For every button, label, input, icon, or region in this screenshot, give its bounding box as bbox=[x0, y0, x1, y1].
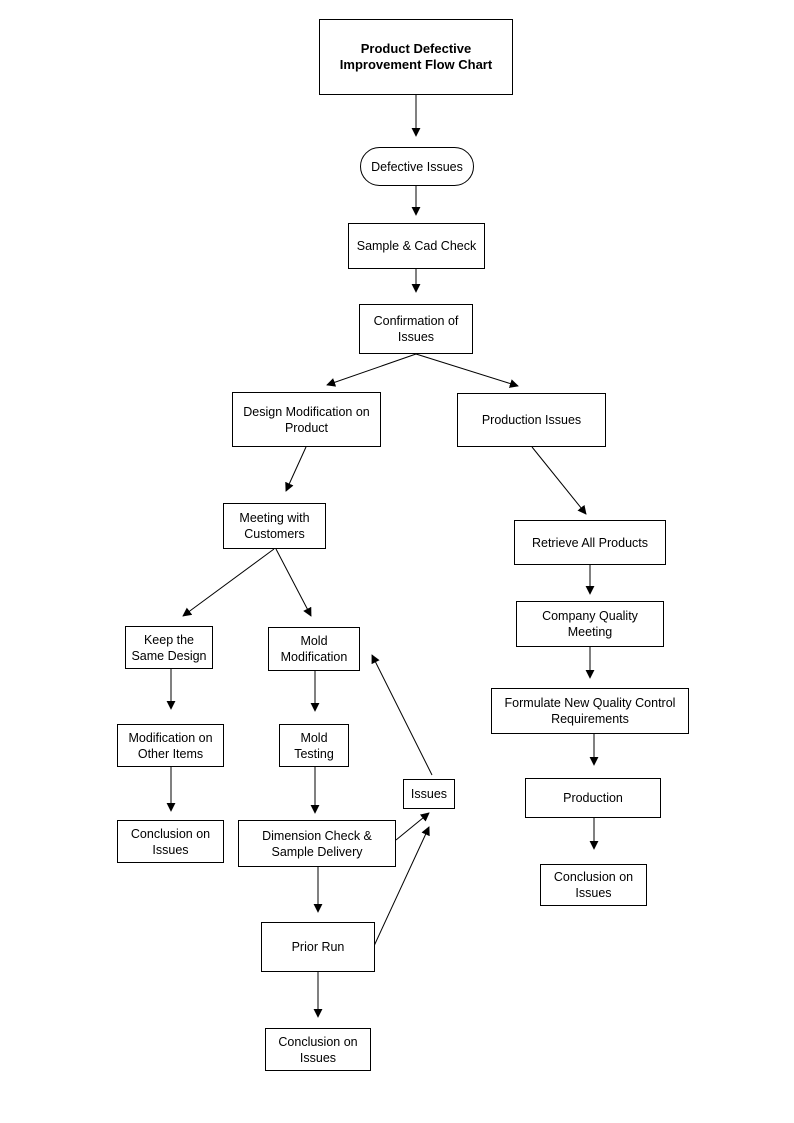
formulate-qc-requirements-box: Formulate New Quality Control Requiremen… bbox=[491, 688, 689, 734]
retrieve-all-products-box: Retrieve All Products bbox=[514, 520, 666, 565]
issues-box: Issues bbox=[403, 779, 455, 809]
dimension-check-box: Dimension Check & Sample Delivery bbox=[238, 820, 396, 867]
prior-run-box: Prior Run bbox=[261, 922, 375, 972]
defective-issues-terminal: Defective Issues bbox=[360, 147, 474, 186]
edge-dimension-check-to-issues bbox=[395, 812, 430, 841]
conclusion-left-box: Conclusion on Issues bbox=[117, 820, 224, 863]
edge-confirmation-to-design bbox=[326, 353, 417, 387]
edge-production-issues-to-retrieve bbox=[531, 446, 587, 515]
mold-testing-box: Mold Testing bbox=[279, 724, 349, 767]
edge-confirmation-to-production-issues bbox=[415, 353, 519, 388]
meeting-with-customers-box: Meeting with Customers bbox=[223, 503, 326, 549]
company-quality-meeting-box: Company Quality Meeting bbox=[516, 601, 664, 647]
production-issues-box: Production Issues bbox=[457, 393, 606, 447]
mold-modification-box: Mold Modification bbox=[268, 627, 360, 671]
production-box: Production bbox=[525, 778, 661, 818]
conclusion-bottom-box: Conclusion on Issues bbox=[265, 1028, 371, 1071]
edge-prior-run-to-issues bbox=[373, 826, 430, 947]
modification-other-items-box: Modification on Other Items bbox=[117, 724, 224, 767]
keep-same-design-box: Keep the Same Design bbox=[125, 626, 213, 669]
edge-meeting-to-mold-modification bbox=[275, 548, 312, 617]
confirmation-of-issues-box: Confirmation of Issues bbox=[359, 304, 473, 354]
conclusion-right-box: Conclusion on Issues bbox=[540, 864, 647, 906]
edge-meeting-to-keep-design bbox=[182, 548, 275, 617]
edge-issues-to-mold-modification bbox=[371, 654, 433, 776]
chart-title-box: Product Defective Improvement Flow Chart bbox=[319, 19, 513, 95]
sample-cad-check-box: Sample & Cad Check bbox=[348, 223, 485, 269]
design-modification-box: Design Modification on Product bbox=[232, 392, 381, 447]
edge-design-to-meeting bbox=[285, 446, 307, 492]
